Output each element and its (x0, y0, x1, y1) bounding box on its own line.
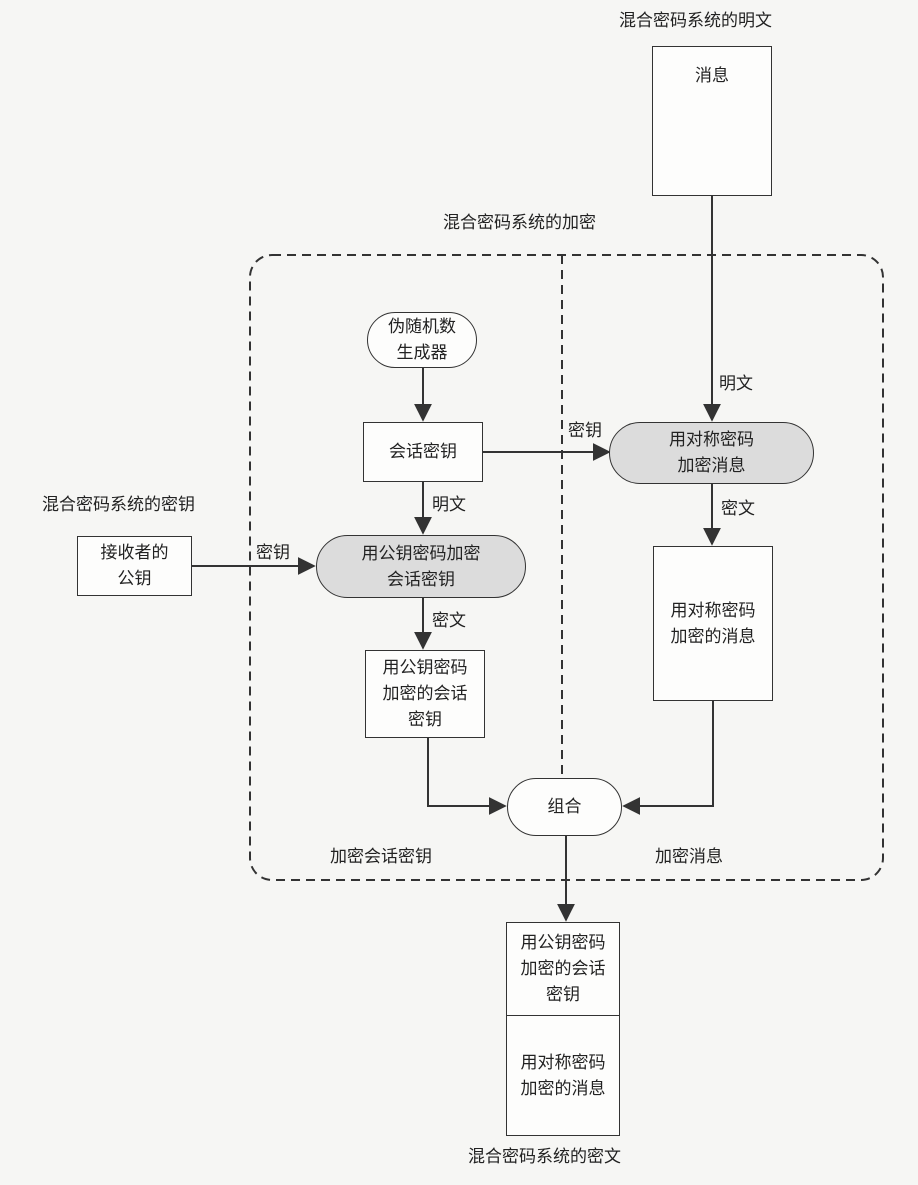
plaintext-title: 混合密码系统的明文 (619, 11, 772, 31)
sym-encrypt-node: 用对称密码 加密消息 (609, 422, 814, 484)
output-top-label: 用公钥密码 加密的会话 密钥 (520, 933, 606, 1005)
session-key-node: 会话密钥 (363, 422, 483, 482)
edge-label-cipher-left: 密文 (432, 611, 466, 631)
encryption-title: 混合密码系统的加密 (443, 213, 596, 233)
right-region-label: 加密消息 (655, 847, 723, 867)
output-bottom-label: 用对称密码 加密的消息 (520, 1052, 606, 1099)
edge-label-cipher-right: 密文 (721, 499, 755, 519)
ciphertext-title: 混合密码系统的密文 (468, 1147, 621, 1167)
sym-encrypted-msg-node-label: 用对称密码 加密的消息 (670, 600, 756, 647)
sym-encrypted-msg-node: 用对称密码 加密的消息 (653, 546, 773, 701)
left-region-label: 加密会话密钥 (330, 847, 432, 867)
pk-encrypted-key-node: 用公钥密码 加密的会话 密钥 (365, 650, 485, 738)
sym-encrypt-node-label: 用对称密码 加密消息 (669, 430, 754, 476)
output-ciphertext-node: 用公钥密码 加密的会话 密钥 用对称密码 加密的消息 (506, 922, 620, 1136)
edge-encrypted-key-to-combine (427, 738, 507, 815)
key-title: 混合密码系统的密钥 (42, 495, 195, 515)
receiver-pubkey-node-label: 接收者的 公钥 (100, 543, 169, 589)
combine-node: 组合 (507, 778, 622, 836)
pk-encrypted-key-node-label: 用公钥密码 加密的会话 密钥 (382, 658, 468, 730)
combine-node-label: 组合 (547, 797, 582, 817)
edge-encrypted-msg-to-combine (622, 701, 714, 815)
prng-node-label: 伪随机数 生成器 (388, 317, 456, 363)
output-bottom-half: 用对称密码 加密的消息 (507, 1016, 619, 1135)
session-key-node-label: 会话密钥 (389, 442, 457, 462)
prng-node: 伪随机数 生成器 (367, 312, 477, 368)
edge-label-key-right: 密钥 (568, 421, 602, 441)
edge-label-key-left: 密钥 (256, 543, 290, 563)
edge-label-plaintext-right: 明文 (719, 374, 753, 394)
message-node: 消息 (652, 46, 772, 196)
pk-encrypt-node-label: 用公钥密码加密 会话密钥 (361, 543, 481, 590)
receiver-pubkey-node: 接收者的 公钥 (77, 536, 192, 596)
output-top-half: 用公钥密码 加密的会话 密钥 (507, 923, 619, 1016)
edge-label-plaintext-left: 明文 (432, 495, 466, 515)
pk-encrypt-node: 用公钥密码加密 会话密钥 (316, 535, 526, 598)
message-node-label: 消息 (695, 66, 729, 86)
